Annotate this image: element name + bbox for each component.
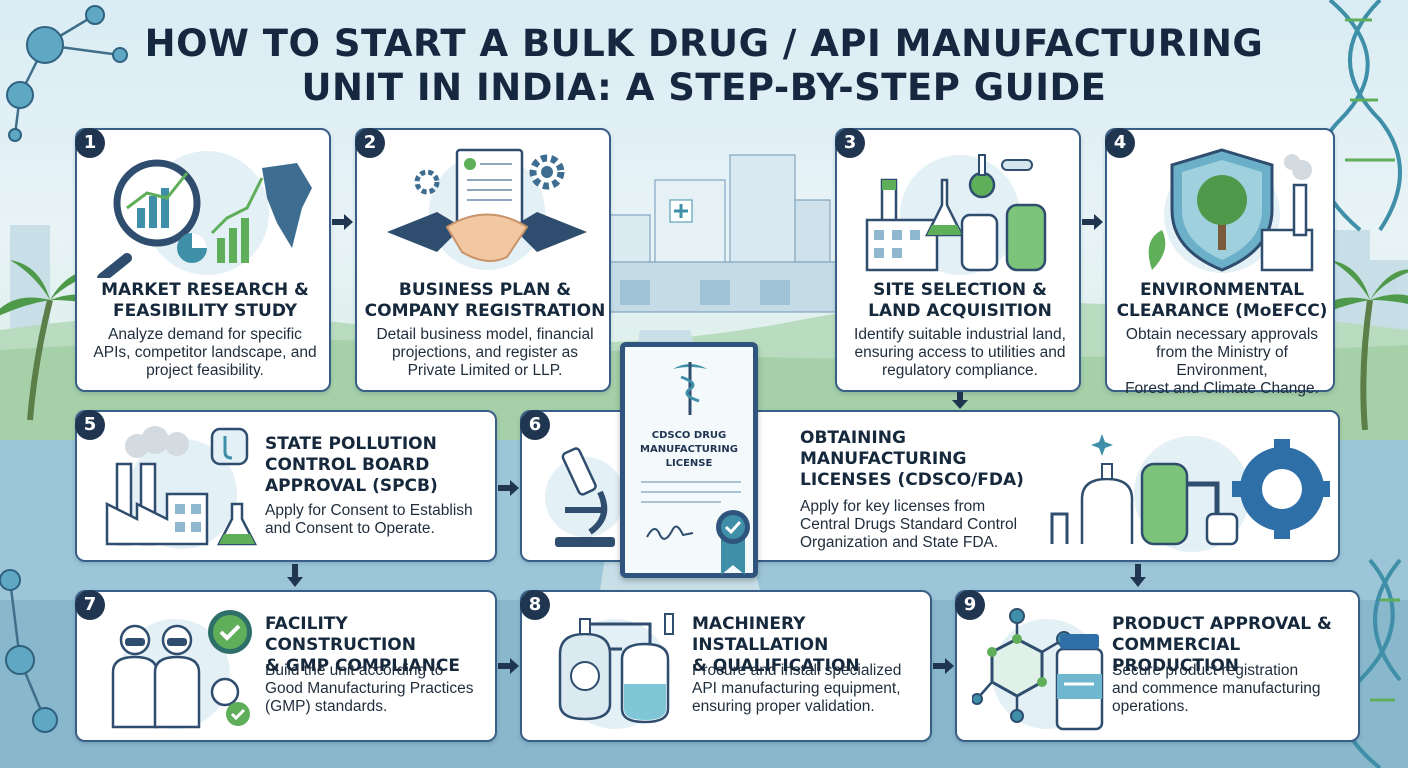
step-card-5: 5 STATE POLLUTION CONTROL BOARD APPROVAL… [75, 410, 497, 562]
step-number-badge: 5 [75, 410, 105, 440]
step-card-8: 8 MACHINERY INSTALLATION & QUALIFICATION… [520, 590, 932, 742]
step-number-badge: 7 [75, 590, 105, 620]
step-title: SITE SELECTION & LAND ACQUISITION [868, 280, 1052, 321]
shield-tree-factory-icon [1148, 148, 1314, 273]
signature-icon [646, 525, 694, 540]
step-title: MARKET RESEARCH & FEASIBILITY STUDY [101, 280, 309, 321]
step-description: Identify suitable industrial land, ensur… [854, 326, 1066, 379]
step-title: FACILITY CONSTRUCTION & GMP COMPLIANCE [265, 614, 460, 676]
factory-lab-flasks-icon [865, 154, 1047, 275]
certificate-title: CDSCO DRUG MANUFACTURING LICENSE [640, 430, 738, 469]
step-title: BUSINESS PLAN & COMPANY REGISTRATION [364, 280, 606, 321]
step-number-badge: 3 [835, 128, 865, 158]
step-card-7: 7 FACILITY CONSTRUCTION & GMP COMPLIANCE… [75, 590, 497, 742]
step-card-2: 2 BUSINESS PLAN & COMPANY REGISTRATION D… [355, 128, 611, 392]
step-card-9: 9 PRODUCT APPROVAL & COMMERCIAL PRODUCTI… [955, 590, 1360, 742]
step-description: Apply for Consent to Establish and Conse… [265, 502, 473, 537]
molecule-vial-icon [972, 608, 1104, 731]
step-number-badge: 8 [520, 590, 550, 620]
step-description: Procure and install specialized API manu… [692, 662, 902, 715]
reactor-gear-icon [1050, 434, 1330, 552]
cdsco-license-certificate: CDSCO DRUG MANUFACTURING LICENSE [620, 342, 758, 578]
workers-ppe-checkmark-icon [111, 610, 252, 729]
step-description: Detail business model, financial project… [376, 326, 594, 379]
step-description: Build the unit according to Good Manufac… [265, 662, 474, 715]
arrow-5-to-7 [287, 564, 303, 587]
step-title: OBTAINING MANUFACTURING LICENSES (CDSCO/… [800, 428, 1024, 490]
arrow-3-to-4 [1082, 214, 1103, 230]
arrow-5-to-6 [498, 480, 519, 496]
step-number-badge: 9 [955, 590, 985, 620]
page-title: HOW TO START A BULK DRUG / API MANUFACTU… [144, 22, 1264, 109]
arrow-1-to-2 [332, 214, 353, 230]
factory-smoke-flask-icon [105, 426, 258, 549]
reactor-vessels-icon [558, 613, 674, 729]
arrow-6-to-9 [1130, 564, 1146, 587]
step-card-3: 3 SITE SELECTION & LAND ACQUISITION Iden… [835, 128, 1081, 392]
arrow-7-to-8 [498, 658, 519, 674]
arrow-3-down [952, 392, 968, 409]
seal-ribbon-icon [716, 510, 750, 575]
magnifier-chart-india-map-icon [97, 151, 312, 278]
step-title: ENVIRONMENTAL CLEARANCE (MoEFCC) [1116, 280, 1328, 321]
handshake-document-gears-icon [387, 148, 587, 270]
step-title: MACHINERY INSTALLATION & QUALIFICATION [692, 614, 860, 676]
step-number-badge: 4 [1105, 128, 1135, 158]
step-title: PRODUCT APPROVAL & COMMERCIAL PRODUCTION [1112, 614, 1332, 676]
step-description: Secure product registration and commence… [1112, 662, 1321, 715]
step-card-4: 4 ENVIRONMENTAL CLEARANCE (MoEFCC) Obtai… [1105, 128, 1335, 397]
certificate-lines [641, 481, 741, 503]
step-title: STATE POLLUTION CONTROL BOARD APPROVAL (… [265, 434, 438, 496]
step-description: Apply for key licenses from Central Drug… [800, 498, 1018, 551]
step-number-badge: 6 [520, 410, 550, 440]
step-card-1: 1 MARKET RESEARCH & FEASIBILITY STUDY An… [75, 128, 331, 392]
step-description: Analyze demand for specific APIs, compet… [93, 326, 317, 379]
step-description: Obtain necessary approvals from the Mini… [1125, 326, 1319, 397]
arrow-8-to-9 [933, 658, 954, 674]
microscope-icon [545, 447, 625, 547]
step-number-badge: 2 [355, 128, 385, 158]
step-number-badge: 1 [75, 128, 105, 158]
caduceus-icon [673, 362, 707, 415]
